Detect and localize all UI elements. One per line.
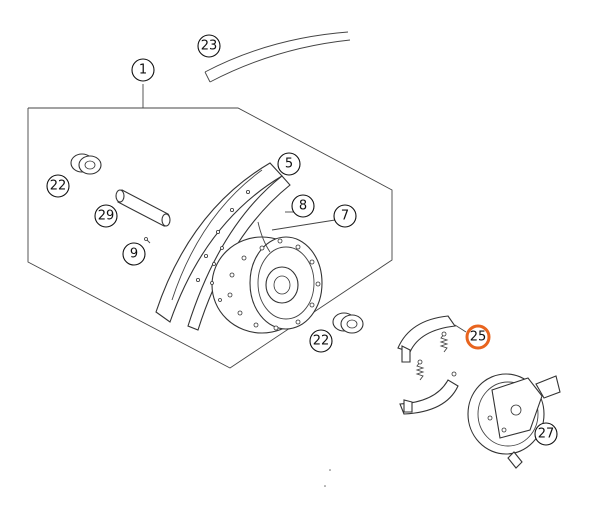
callout-8[interactable]: 8	[291, 194, 315, 218]
callout-27[interactable]: 27	[534, 422, 558, 446]
callout-5[interactable]: 5	[277, 152, 301, 176]
callout-22-left[interactable]: 22	[46, 174, 70, 198]
callout-7[interactable]: 7	[333, 204, 357, 228]
callout-1-label: 1	[139, 63, 147, 78]
callout-22-right-label: 22	[313, 334, 330, 349]
callout-25-leader	[454, 324, 467, 333]
bearing-right-part[interactable]	[332, 312, 364, 334]
callout-9-label: 9	[130, 247, 138, 262]
callout-22-right[interactable]: 22	[309, 329, 333, 353]
callout-29-label: 29	[98, 209, 115, 224]
callout-29[interactable]: 29	[94, 204, 118, 228]
callout-25-label: 25	[470, 330, 487, 345]
callout-7-label: 7	[341, 209, 349, 224]
spacer-sleeve-part[interactable]	[115, 189, 171, 227]
brake-shoes-part[interactable]	[397, 315, 459, 415]
callout-25[interactable]: 25	[465, 324, 491, 350]
brake-plate-part[interactable]	[467, 373, 561, 469]
callout-8-label: 8	[299, 199, 307, 214]
rim-part[interactable]	[155, 162, 291, 331]
callout-23[interactable]: 23	[197, 34, 221, 58]
callout-27-label: 27	[538, 427, 555, 442]
hub-part[interactable]	[210, 236, 323, 334]
callout-1[interactable]: 1	[131, 58, 155, 82]
page-marks	[324, 469, 331, 487]
wheel-assembly-outline	[27, 84, 393, 369]
callout-22-left-label: 22	[50, 179, 67, 194]
callout-5-label: 5	[285, 157, 293, 172]
rim-strip-part[interactable]	[204, 31, 351, 83]
callout-9[interactable]: 9	[122, 242, 146, 266]
pin-part[interactable]	[144, 237, 151, 244]
callout-23-label: 23	[201, 39, 218, 54]
bearing-left-part[interactable]	[70, 153, 102, 175]
